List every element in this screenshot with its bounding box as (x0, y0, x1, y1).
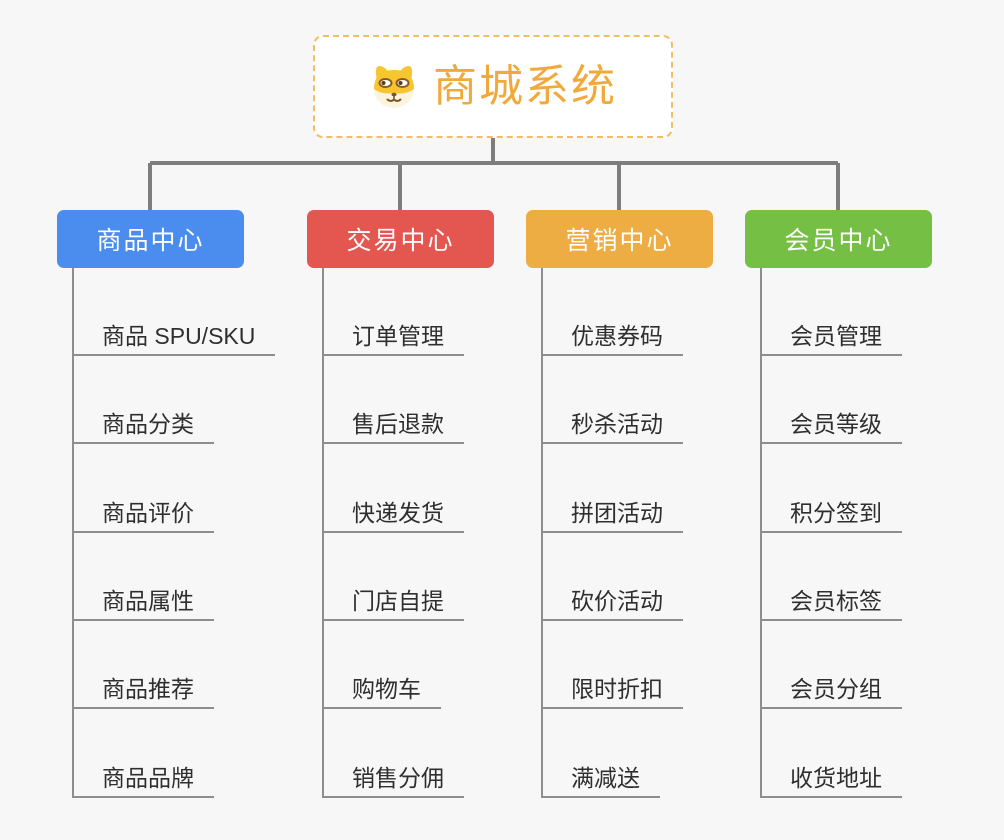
leaf-item[interactable]: 拼团活动 (541, 493, 683, 533)
leaf-item[interactable]: 购物车 (322, 669, 441, 709)
leaf-item[interactable]: 秒杀活动 (541, 404, 683, 444)
leaf-item[interactable]: 商品属性 (72, 581, 214, 621)
root-title: 商城系统 (433, 61, 617, 111)
branch-child-line (760, 268, 762, 798)
leaf-item[interactable]: 销售分佣 (322, 758, 464, 798)
branch-node-product-center[interactable]: 商品中心 (57, 210, 244, 268)
leaf-item[interactable]: 满减送 (541, 758, 660, 798)
branch-child-line (322, 268, 324, 798)
leaf-item[interactable]: 收货地址 (760, 758, 902, 798)
leaf-item[interactable]: 会员标签 (760, 581, 902, 621)
leaf-item[interactable]: 商品品牌 (72, 758, 214, 798)
leaf-item[interactable]: 商品 SPU/SKU (72, 316, 276, 356)
leaf-item[interactable]: 快递发货 (322, 493, 464, 533)
leaf-item[interactable]: 门店自提 (322, 581, 464, 621)
leaf-item[interactable]: 砍价活动 (541, 581, 683, 621)
leaf-item[interactable]: 商品分类 (72, 404, 214, 444)
leaf-item[interactable]: 商品评价 (72, 493, 214, 533)
leaf-item[interactable]: 积分签到 (760, 493, 902, 533)
branch-child-line (541, 268, 543, 798)
leaf-item[interactable]: 会员等级 (760, 404, 902, 444)
branch-child-line (72, 268, 74, 798)
leaf-item[interactable]: 会员分组 (760, 669, 902, 709)
shiba-dog-icon (369, 64, 419, 110)
branch-node-marketing-center[interactable]: 营销中心 (526, 210, 713, 268)
leaf-item[interactable]: 商品推荐 (72, 669, 214, 709)
root-node[interactable]: 商城系统 (313, 35, 673, 138)
leaf-item[interactable]: 限时折扣 (541, 669, 683, 709)
leaf-item[interactable]: 优惠券码 (541, 316, 683, 356)
leaf-item[interactable]: 售后退款 (322, 404, 464, 444)
branch-node-member-center[interactable]: 会员中心 (745, 210, 932, 268)
leaf-item[interactable]: 订单管理 (322, 316, 464, 356)
leaf-item[interactable]: 会员管理 (760, 316, 902, 356)
connector-path (148, 138, 840, 210)
branch-node-trade-center[interactable]: 交易中心 (307, 210, 494, 268)
